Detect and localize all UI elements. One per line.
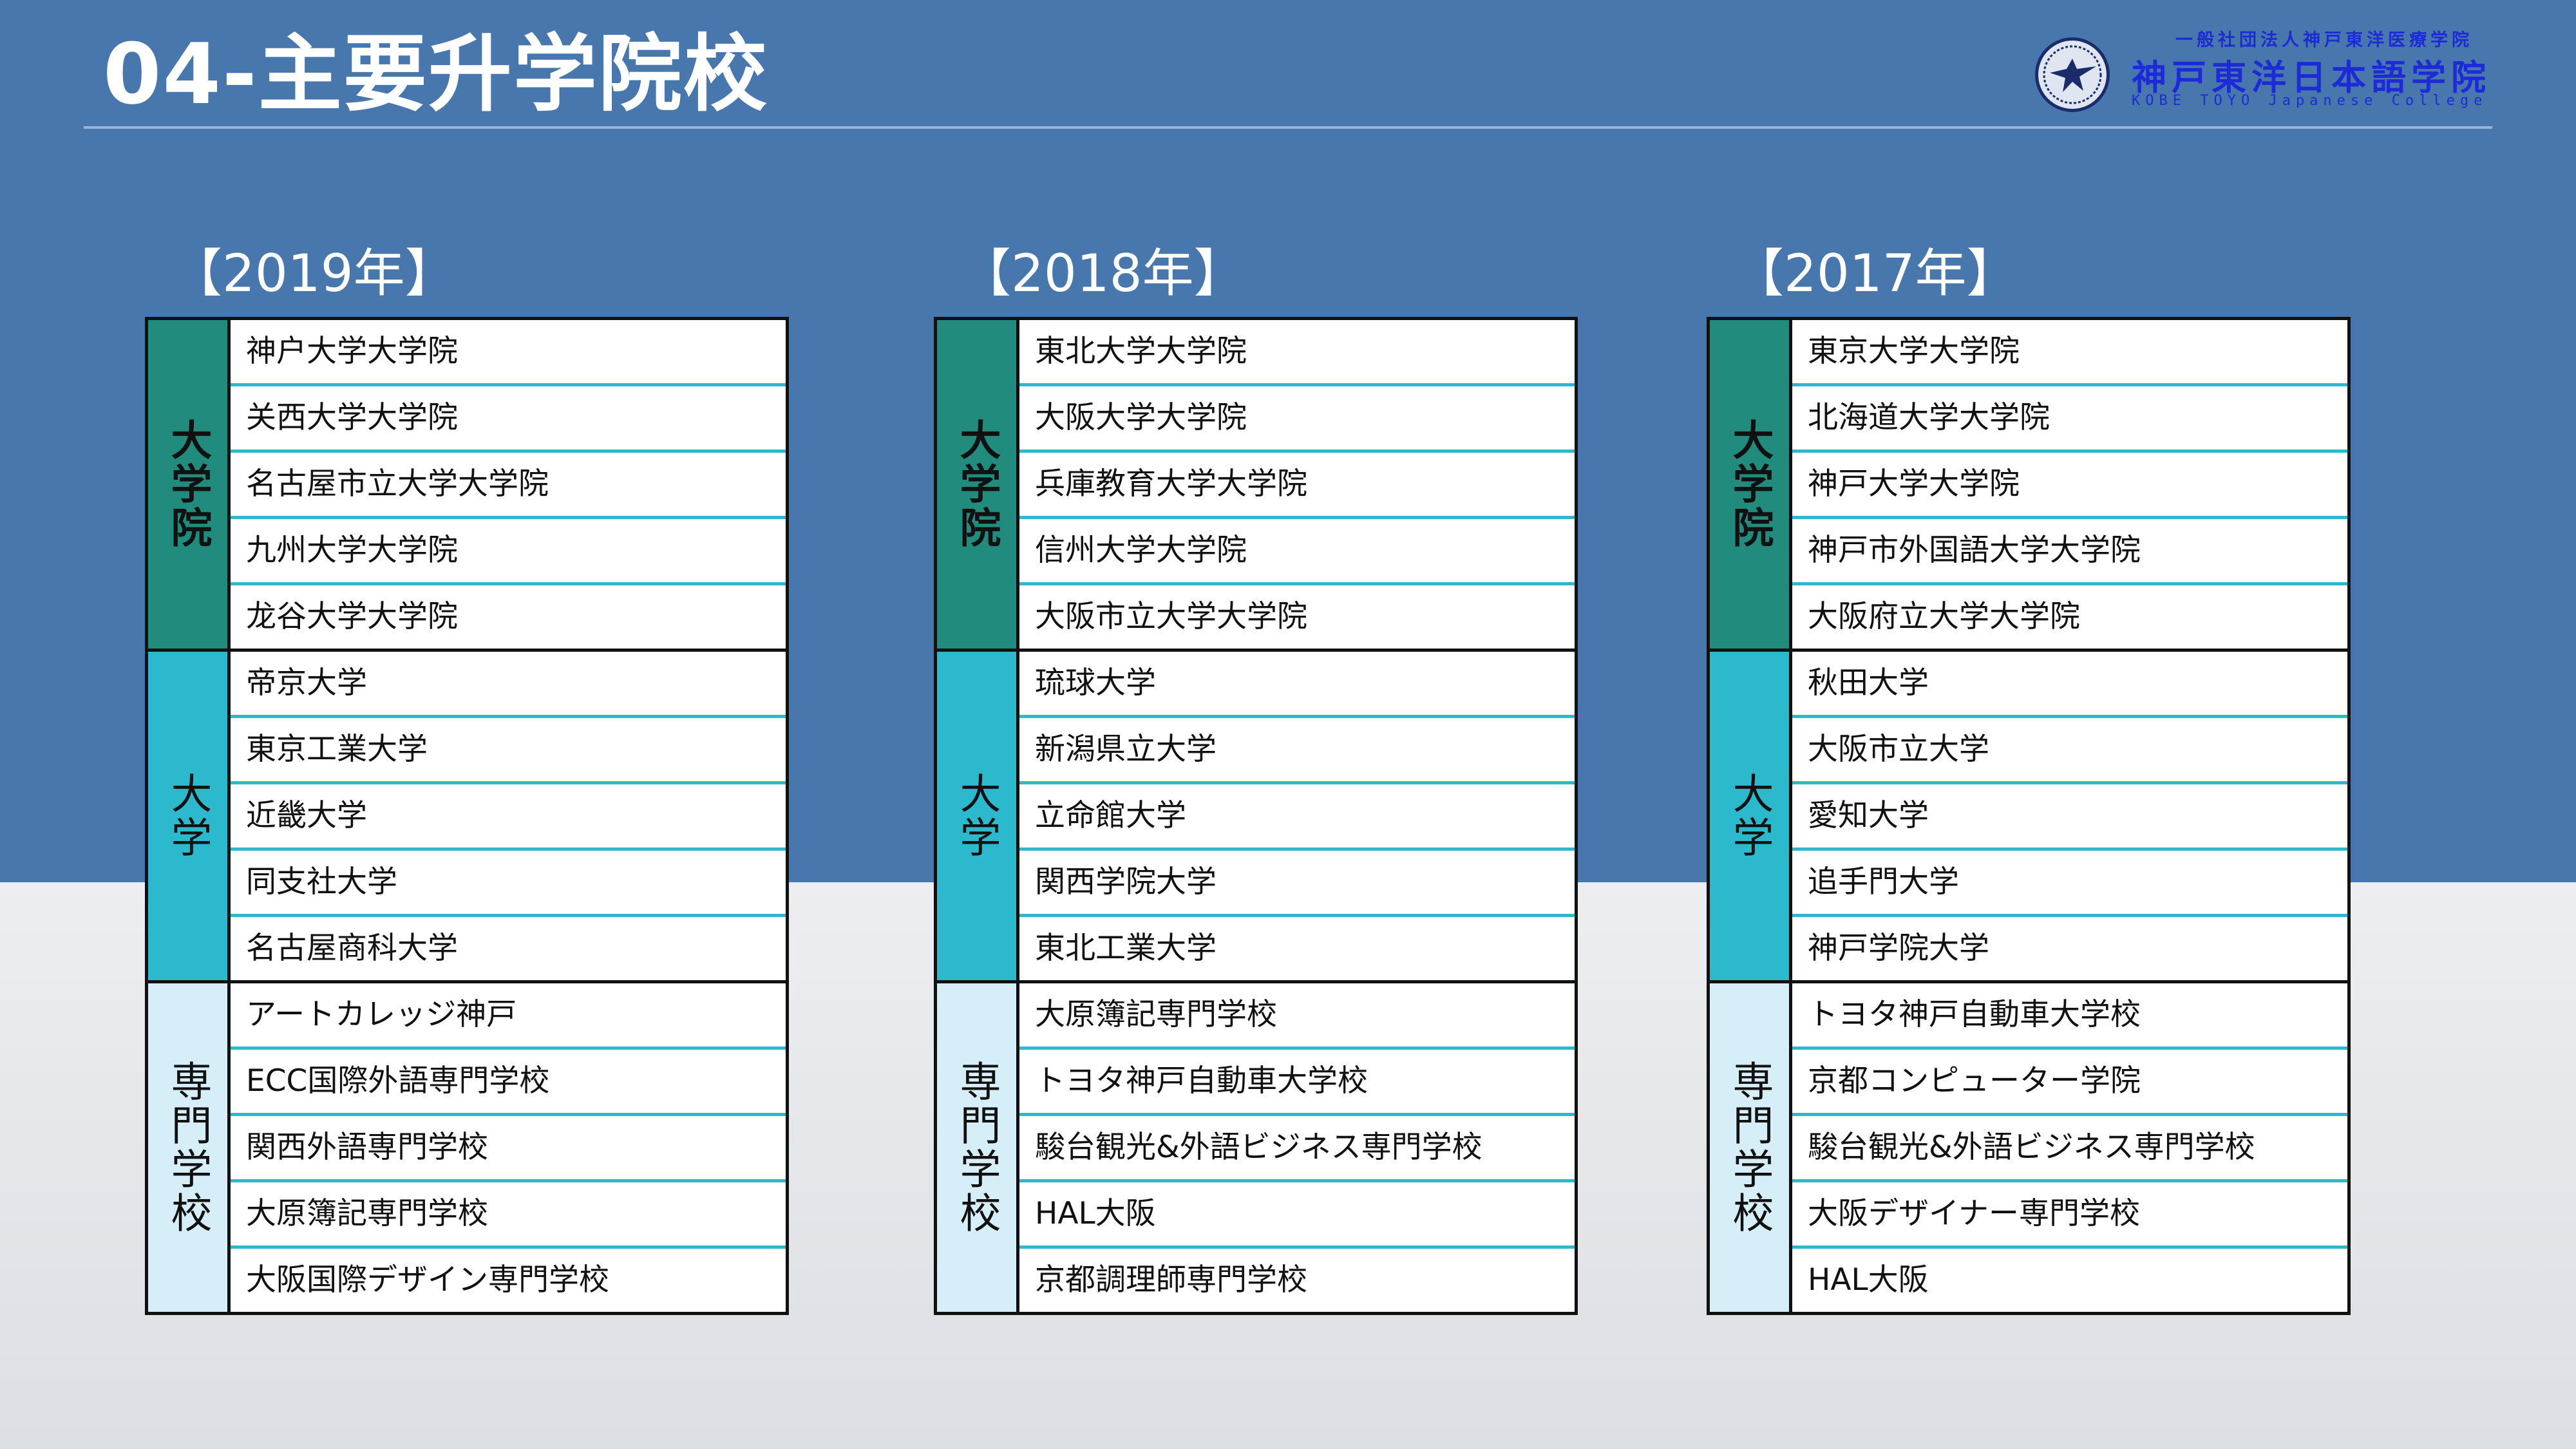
school-row: 近畿大学 (231, 781, 786, 848)
school-row: HAL大阪 (1019, 1179, 1575, 1245)
group-label-university: 大学 (1710, 652, 1792, 980)
group-label-vocational: 専門学校 (148, 983, 231, 1312)
school-row: 龙谷大学大学院 (231, 582, 786, 649)
group-graduate: 大学院 東北大学大学院 大阪大学大学院 兵庫教育大学大学院 信州大学大学院 大阪… (937, 320, 1575, 649)
year-label: 【2019年】 (171, 243, 457, 303)
school-row: 東北大学大学院 (1035, 334, 1247, 369)
school-row: 立命館大学 (1019, 781, 1575, 848)
school-row: 大阪デザイナー専門学校 (1792, 1179, 2347, 1245)
year-block-2018: 【2018年】 大学院 東北大学大学院 大阪大学大学院 兵庫教育大学大学院 信州… (934, 238, 1578, 1315)
school-row: 東京大学大学院 (1808, 334, 2020, 369)
school-row: 秋田大学 (1808, 665, 1929, 701)
school-row: 新潟県立大学 (1019, 715, 1575, 781)
school-row: 駿台観光&外語ビジネス専門学校 (1792, 1113, 2347, 1179)
eagle-emblem-icon-graphic (2043, 45, 2102, 104)
school-row: 同支社大学 (231, 848, 786, 914)
school-row: 琉球大学 (1035, 665, 1156, 701)
group-label-graduate: 大学院 (937, 320, 1019, 649)
school-row: 神戸学院大学 (1792, 914, 2347, 980)
school-row: 大阪市立大学 (1792, 715, 2347, 781)
page-title: 04-主要升学院校 (103, 25, 768, 123)
school-row: 愛知大学 (1792, 781, 2347, 848)
group-university: 大学 琉球大学 新潟県立大学 立命館大学 関西学院大学 東北工業大学 (937, 649, 1575, 980)
school-row: 大阪府立大学大学院 (1792, 582, 2347, 649)
group-label-university: 大学 (937, 652, 1019, 980)
school-row: 帝京大学 (246, 665, 367, 701)
school-row: HAL大阪 (1792, 1245, 2347, 1312)
schools-table: 大学院 神户大学大学院 关西大学大学院 名古屋市立大学大学院 九州大学大学院 龙… (145, 317, 789, 1315)
group-label-vocational: 専門学校 (937, 983, 1019, 1312)
group-graduate: 大学院 東京大学大学院 北海道大学大学院 神戸大学大学院 神戸市外国語大学大学院… (1710, 320, 2347, 649)
school-row: 九州大学大学院 (231, 516, 786, 582)
logo-organization-text: 一般社団法人神戸東洋医療学院 (2175, 30, 2473, 50)
group-label-graduate: 大学院 (148, 320, 231, 649)
school-row: 東北工業大学 (1019, 914, 1575, 980)
school-row: トヨタ神戸自動車大学校 (1019, 1046, 1575, 1113)
year-block-2019: 【2019年】 大学院 神户大学大学院 关西大学大学院 名古屋市立大学大学院 九… (145, 238, 789, 1315)
school-row: 京都コンピューター学院 (1792, 1046, 2347, 1113)
school-row: 追手門大学 (1792, 848, 2347, 914)
group-vocational: 専門学校 アートカレッジ神戸 ECC国際外語専門学校 関西外語専門学校 大原簿記… (148, 980, 786, 1312)
group-university: 大学 帝京大学 東京工業大学 近畿大学 同支社大学 名古屋商科大学 (148, 649, 786, 980)
group-vocational: 専門学校 大原簿記専門学校 トヨタ神戸自動車大学校 駿台観光&外語ビジネス専門学… (937, 980, 1575, 1312)
school-row: 駿台観光&外語ビジネス専門学校 (1019, 1113, 1575, 1179)
school-row: アートカレッジ神戸 (246, 997, 517, 1032)
school-row: 関西学院大学 (1019, 848, 1575, 914)
school-row: 関西外語専門学校 (231, 1113, 786, 1179)
school-row: 神户大学大学院 (246, 334, 458, 369)
schools-table: 大学院 東京大学大学院 北海道大学大学院 神戸大学大学院 神戸市外国語大学大学院… (1707, 317, 2351, 1315)
school-row: 兵庫教育大学大学院 (1019, 450, 1575, 516)
group-university: 大学 秋田大学 大阪市立大学 愛知大学 追手門大学 神戸学院大学 (1710, 649, 2347, 980)
college-logo: 一般社団法人神戸東洋医療学院 神戸東洋日本語学院 KOBE TOYO Japan… (2035, 26, 2491, 116)
school-row: 信州大学大学院 (1019, 516, 1575, 582)
year-block-2017: 【2017年】 大学院 東京大学大学院 北海道大学大学院 神戸大学大学院 神戸市… (1707, 238, 2351, 1315)
school-row: 名古屋商科大学 (231, 914, 786, 980)
school-row: 大原簿記専門学校 (231, 1179, 786, 1245)
title-divider (84, 126, 2492, 129)
school-row: 神戸市外国語大学大学院 (1792, 516, 2347, 582)
school-row: 東京工業大学 (231, 715, 786, 781)
logo-college-name: 神戸東洋日本語学院 (2132, 57, 2491, 98)
school-row: 京都調理師専門学校 (1019, 1245, 1575, 1312)
group-label-vocational: 専門学校 (1710, 983, 1792, 1312)
school-row: 大阪市立大学大学院 (1019, 582, 1575, 649)
school-row: ECC国際外語専門学校 (231, 1046, 786, 1113)
school-row: 神戸大学大学院 (1792, 450, 2347, 516)
group-label-graduate: 大学院 (1710, 320, 1792, 649)
year-label: 【2018年】 (960, 243, 1245, 303)
group-graduate: 大学院 神户大学大学院 关西大学大学院 名古屋市立大学大学院 九州大学大学院 龙… (148, 320, 786, 649)
school-row: 大阪大学大学院 (1019, 383, 1575, 450)
school-row: 北海道大学大学院 (1792, 383, 2347, 450)
school-row: 关西大学大学院 (231, 383, 786, 450)
eagle-emblem-icon (2035, 37, 2110, 112)
schools-table: 大学院 東北大学大学院 大阪大学大学院 兵庫教育大学大学院 信州大学大学院 大阪… (934, 317, 1578, 1315)
school-row: 名古屋市立大学大学院 (231, 450, 786, 516)
group-vocational: 専門学校 トヨタ神戸自動車大学校 京都コンピューター学院 駿台観光&外語ビジネス… (1710, 980, 2347, 1312)
school-row: 大阪国際デザイン専門学校 (231, 1245, 786, 1312)
school-row: 大原簿記専門学校 (1035, 997, 1277, 1032)
year-label: 【2017年】 (1732, 243, 2018, 303)
group-label-university: 大学 (148, 652, 231, 980)
logo-english-name: KOBE TOYO Japanese College (2132, 93, 2488, 109)
school-row: トヨタ神戸自動車大学校 (1808, 997, 2141, 1032)
